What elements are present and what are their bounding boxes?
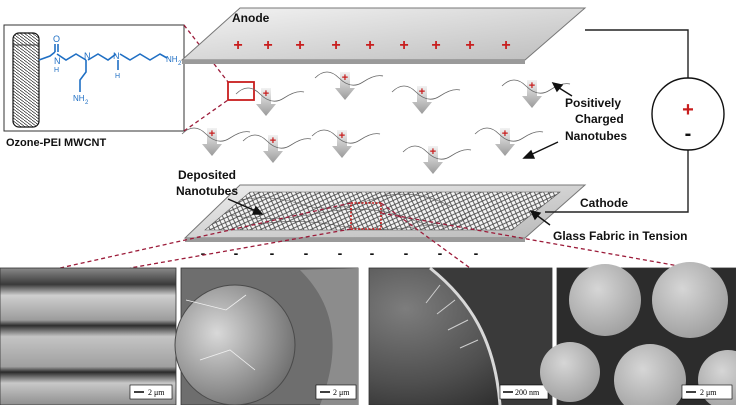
- nanotube-strand: [235, 87, 305, 102]
- sem-scale-label-2: 2 μm: [333, 388, 350, 397]
- cathode-minus-sign: -: [370, 245, 375, 261]
- anode-plus-sign: +: [295, 37, 304, 54]
- positively-label: Positively: [565, 96, 621, 110]
- anode-plus-sign: +: [263, 37, 272, 54]
- anode-plus-sign: +: [365, 37, 374, 54]
- sem-image-4: 2 μm: [540, 262, 736, 405]
- cathode-minus-sign: -: [304, 245, 309, 261]
- amine-nitrogen-1-label: N: [84, 51, 91, 61]
- nanotube-plus-sign: +: [339, 130, 345, 142]
- nanotube-plus-sign: +: [263, 88, 269, 100]
- amine-hydrogen-label: H: [115, 73, 120, 80]
- cathode-minus-sign: -: [438, 245, 443, 261]
- charged-nanotube: +: [391, 85, 461, 114]
- amide-nitrogen-label: N: [54, 56, 61, 66]
- power-supply-negative: -: [685, 123, 692, 145]
- branch-amine-label: NH: [73, 94, 85, 103]
- nanotube-plus-sign: +: [502, 128, 508, 140]
- anode-plus-sign: +: [399, 37, 408, 54]
- sem-image-3: 200 nm: [368, 266, 553, 405]
- nanotube-plus-sign: +: [209, 128, 215, 140]
- nanotube-strand: [402, 145, 472, 160]
- anode-plus-sign: +: [501, 37, 510, 54]
- charged-nanotube: +: [474, 127, 544, 156]
- molecule-caption: Ozone-PEI MWCNT: [6, 137, 106, 149]
- anode-plus-sign: +: [431, 37, 440, 54]
- nanotube-plus-sign: +: [342, 72, 348, 84]
- pei-chain: [38, 44, 168, 92]
- cathode-minus-sign: -: [338, 245, 343, 261]
- deposited-nanotubes-label: Nanotubes: [176, 184, 238, 198]
- amide-oxygen-label: O: [53, 34, 60, 44]
- nanotube-strand: [242, 134, 312, 149]
- charged-label: Charged: [575, 112, 624, 126]
- anode-label: Anode: [232, 11, 270, 25]
- circuit-wire: [545, 29, 689, 213]
- deposited-nanotube-strands: [229, 193, 471, 230]
- sem-image-2: 2 μm: [174, 267, 359, 405]
- nanotube-strand: [311, 129, 381, 144]
- charged-nanotube: +: [402, 145, 472, 174]
- cathode-minus-sign: -: [474, 245, 479, 261]
- terminal-amine-label: NH: [166, 55, 178, 64]
- nanotube-strand: [391, 85, 461, 100]
- sem-scale-label-3: 200 nm: [515, 388, 540, 397]
- anode-plus-sign: +: [233, 37, 242, 54]
- cathode-charges: ---------: [201, 245, 479, 261]
- amide-hydrogen-label: H: [54, 67, 59, 74]
- power-supply: + -: [651, 77, 725, 151]
- power-supply-positive: +: [682, 99, 694, 121]
- nanotube-plus-sign: +: [529, 80, 535, 92]
- sem-connectors: [59, 202, 691, 269]
- deposited-label: Deposited: [178, 168, 236, 182]
- nanotube-plus-sign: +: [419, 86, 425, 98]
- nanotube-highlight-box: [227, 81, 255, 101]
- cathode-label: Cathode: [580, 196, 628, 210]
- nanotube-plus-sign: +: [270, 135, 276, 147]
- sem-image-1: 2 μm: [0, 267, 177, 405]
- cathode-minus-sign: -: [201, 245, 206, 261]
- charged-nanotube: +: [181, 127, 251, 156]
- cathode-minus-sign: -: [270, 245, 275, 261]
- anode-charges: + + + + + + + + +: [233, 37, 510, 54]
- nanotube-strand: [314, 71, 384, 86]
- nanotubes-label: Nanotubes: [565, 129, 627, 143]
- fabric-highlight-box: [350, 202, 382, 230]
- terminal-amine-subscript: 2: [178, 61, 182, 67]
- migrating-nanotubes: + + + + + + + + +: [181, 71, 571, 174]
- sem-scale-label-1: 2 μm: [148, 388, 165, 397]
- charged-nanotube: +: [314, 71, 384, 100]
- amine-nitrogen-2-label: N: [113, 51, 120, 61]
- nanotube-strand: [181, 127, 251, 142]
- anode-plus-sign: +: [331, 37, 340, 54]
- nanotube-strand: [474, 127, 544, 142]
- nanotube-structure-icon: [12, 32, 40, 128]
- charged-nanotube: +: [311, 129, 381, 158]
- molecule-panel: O N H N N H NH 2 NH 2 Ozone-PEI MWCNT: [3, 24, 185, 149]
- branch-amine-subscript: 2: [85, 100, 89, 106]
- cathode-minus-sign: -: [234, 245, 239, 261]
- cathode-plate: [183, 184, 587, 242]
- charged-nanotube: +: [242, 134, 312, 163]
- cathode-minus-sign: -: [404, 245, 409, 261]
- anode-plate: [180, 7, 587, 64]
- glass-fabric-label: Glass Fabric in Tension: [553, 229, 687, 243]
- anode-plus-sign: +: [465, 37, 474, 54]
- label-pointer-arrows: [227, 81, 573, 226]
- charged-nanotube: +: [235, 87, 305, 116]
- nanotube-plus-sign: +: [430, 146, 436, 158]
- sem-scale-label-4: 2 μm: [700, 388, 717, 397]
